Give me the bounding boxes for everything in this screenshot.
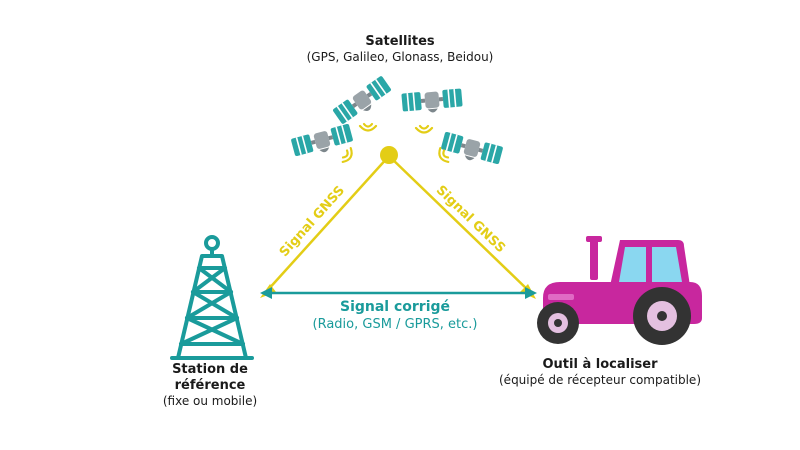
gnss-signal-left-label: Signal GNSS [277, 183, 348, 260]
satellites-label-group: Satellites (GPS, Galileo, Glonass, Beido… [250, 34, 550, 65]
station-subtitle: (fixe ou mobile) [162, 394, 258, 408]
satellite-icon [286, 113, 359, 171]
outil-title: Outil à localiser [542, 357, 658, 372]
satellite-icon [327, 73, 399, 132]
corrected-signal-subtitle: (Radio, GSM / GPRS, etc.) [312, 317, 478, 332]
tractor-icon [537, 236, 702, 345]
satellite-icon [432, 111, 512, 189]
corrected-signal-title: Signal corrigé [339, 299, 451, 315]
radio-tower-icon [170, 235, 254, 360]
gnss-signal-right-label: Signal GNSS [433, 183, 508, 256]
station-title-line1: Station de [172, 362, 248, 377]
corrected-signal-label-group: Signal corrigé (Radio, GSM / GPRS, etc.) [270, 298, 520, 333]
gnss-signal-right-line [388, 155, 531, 293]
satellites-subtitle: (GPS, Galileo, Glonass, Beidou) [306, 50, 494, 64]
satellite-signal-origin [380, 146, 398, 164]
station-label-group: Station de référence (fixe ou mobile) [130, 362, 290, 409]
outil-label-group: Outil à localiser (équipé de récepteur c… [470, 357, 730, 388]
corrected-signal-left-arrowhead [260, 287, 272, 299]
station-title-line2: référence [174, 378, 246, 393]
satellites-title: Satellites [365, 34, 435, 49]
satellite-icon [393, 69, 471, 135]
outil-subtitle: (équipé de récepteur compatible) [499, 373, 701, 387]
gnss-signal-left-line [265, 155, 390, 293]
corrected-signal-right-arrowhead [525, 287, 537, 299]
